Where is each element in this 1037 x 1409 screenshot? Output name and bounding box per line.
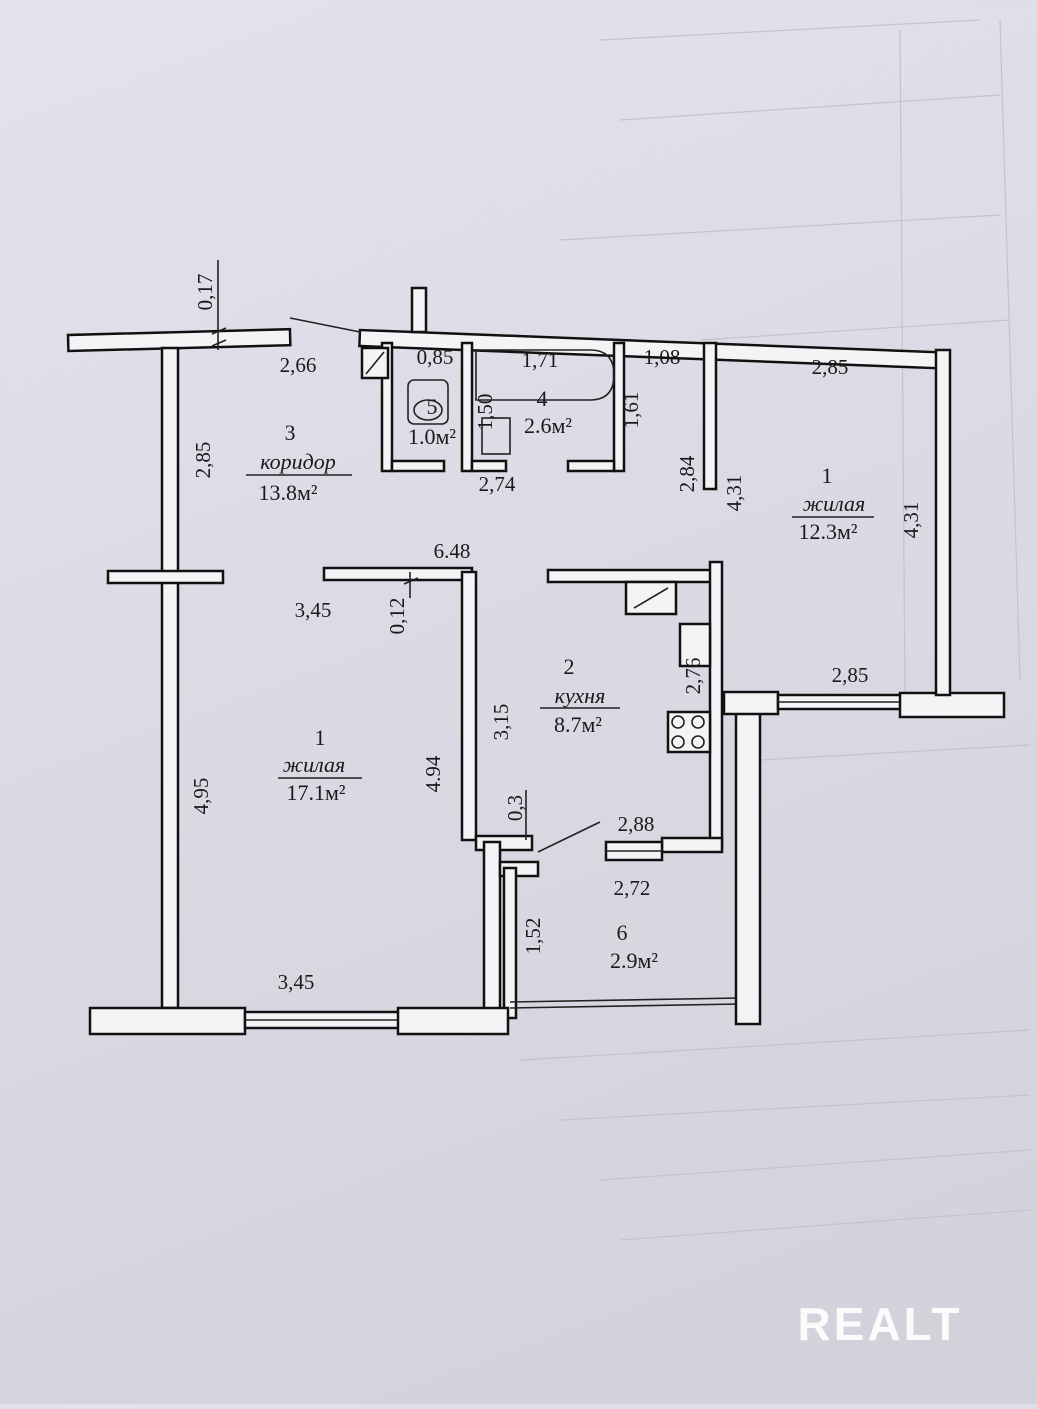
dimension-label: 1,08 <box>644 345 681 369</box>
room-living-1: 1 жилая 12.3м² <box>792 463 874 544</box>
dimensions: 0,17 2,66 0,85 1,71 1,08 2,85 2,85 1,50 … <box>189 274 923 994</box>
room-balcony: 6 2.9м² <box>610 920 658 973</box>
dimension-label: 3,15 <box>489 704 513 741</box>
room-wc: 5 1.0м² <box>408 394 456 449</box>
dimension-label: 3,45 <box>278 970 315 994</box>
dimension-label: 1,50 <box>473 394 497 431</box>
room-name: жилая <box>803 491 866 516</box>
room-kitchen: 2 кухня 8.7м² <box>540 654 620 737</box>
room-number: 1 <box>315 725 326 750</box>
dimension-label: 1,61 <box>619 392 643 429</box>
room-area: 2.6м² <box>524 413 572 438</box>
dimension-label: 0,17 <box>193 274 217 311</box>
room-number: 1 <box>822 463 833 488</box>
walls <box>66 260 1006 1036</box>
room-bathroom: 4 2.6м² <box>524 386 572 438</box>
dimension-label: 2,85 <box>812 355 849 379</box>
room-name: жилая <box>283 752 346 777</box>
dimension-label: 0,12 <box>385 598 409 635</box>
room-area: 17.1м² <box>286 780 345 805</box>
room-area: 1.0м² <box>408 424 456 449</box>
room-area: 2.9м² <box>610 948 658 973</box>
dimension-label: 2,76 <box>681 658 705 695</box>
room-name: коридор <box>260 449 336 474</box>
dimension-label: 4,95 <box>189 778 213 815</box>
room-living-2: 1 жилая 17.1м² <box>278 725 362 805</box>
dimension-label: 4,31 <box>899 502 923 539</box>
dimension-label: 6.48 <box>434 539 471 563</box>
dimension-label: 0,85 <box>417 345 454 369</box>
dimension-label: 1,52 <box>521 918 545 955</box>
dimension-label: 2,74 <box>479 472 516 496</box>
dimension-label: 3,45 <box>295 598 332 622</box>
dimension-label: 0,3 <box>503 795 527 821</box>
dimension-label: 2,85 <box>191 442 215 479</box>
room-number: 3 <box>285 420 296 445</box>
realt-watermark: REALT <box>798 1298 963 1350</box>
room-area: 13.8м² <box>258 480 317 505</box>
dimension-label: 2,72 <box>614 876 651 900</box>
dimension-label: 2,84 <box>675 455 699 492</box>
room-number: 5 <box>427 394 438 419</box>
dimension-label: 2,85 <box>832 663 869 687</box>
room-number: 6 <box>617 920 628 945</box>
dimension-label: 1,71 <box>522 348 559 372</box>
room-area: 12.3м² <box>798 519 857 544</box>
dimension-label: 2,66 <box>280 353 317 377</box>
room-number: 2 <box>564 654 575 679</box>
room-name: кухня <box>555 683 606 708</box>
room-labels: 3 коридор 13.8м² 5 1.0м² 4 2.6м² 1 жилая… <box>246 386 874 973</box>
room-number: 4 <box>537 386 548 411</box>
dimension-label: 4,31 <box>722 475 746 512</box>
dimension-label: 2,88 <box>618 812 655 836</box>
room-corridor: 3 коридор 13.8м² <box>246 420 352 505</box>
background-print <box>519 19 1031 1241</box>
room-area: 8.7м² <box>554 712 602 737</box>
dimension-label: 4.94 <box>421 755 445 792</box>
